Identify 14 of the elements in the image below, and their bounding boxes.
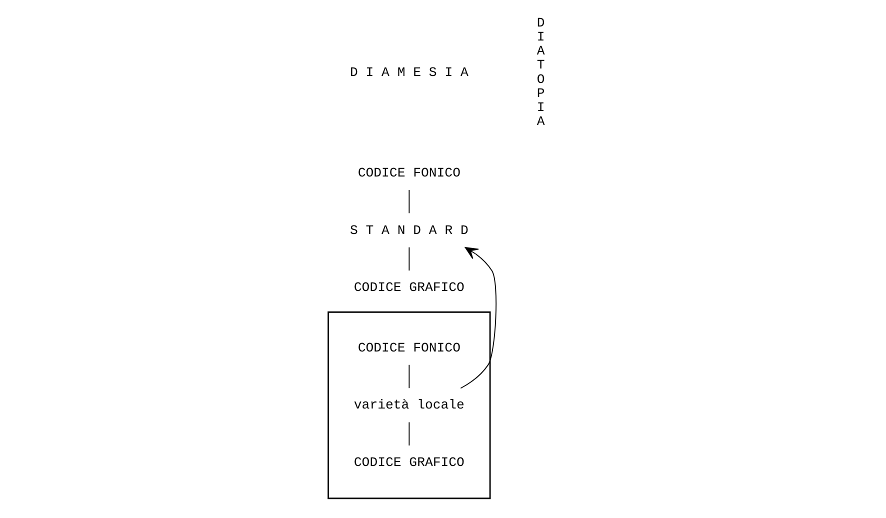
node-text: CODICE GRAFICO bbox=[353, 280, 464, 296]
arrow bbox=[460, 246, 496, 389]
label: D I A M E S I A bbox=[349, 64, 468, 80]
connector bbox=[408, 422, 410, 446]
node-text: S T A N D A R D bbox=[349, 222, 468, 238]
label: D I A T O P I A bbox=[536, 15, 544, 130]
node-text: CODICE FONICO bbox=[357, 165, 460, 180]
node-text: varietà locale bbox=[353, 398, 464, 413]
node-text: CODICE GRAFICO bbox=[353, 455, 464, 470]
cluster bbox=[327, 311, 490, 500]
connector bbox=[408, 364, 410, 389]
connector bbox=[408, 246, 410, 272]
connector bbox=[408, 189, 410, 214]
node-text: CODICE FONICO bbox=[357, 340, 460, 356]
